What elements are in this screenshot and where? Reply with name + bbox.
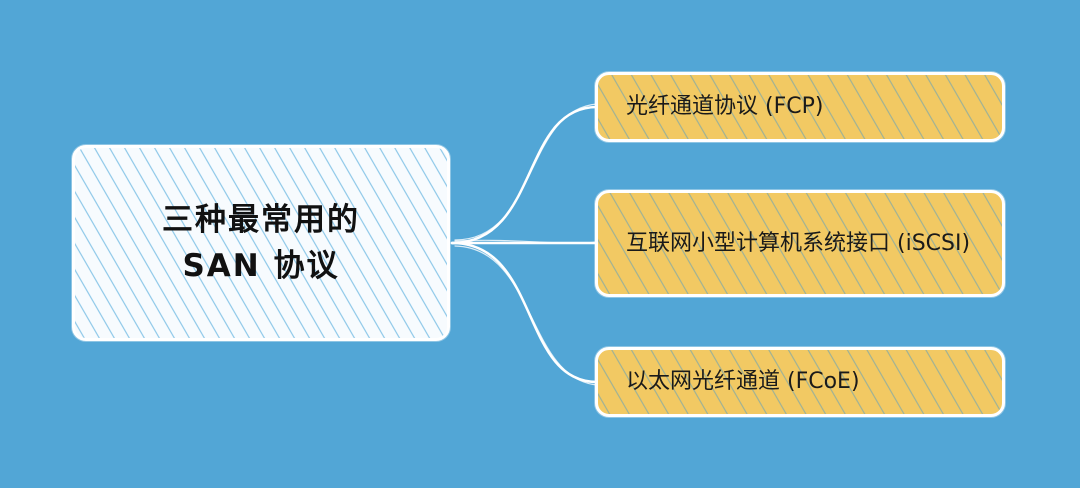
- connector-to-fcoe: [450, 241, 599, 384]
- connector-to-fcp-sketch: [454, 103, 598, 241]
- branch-label-iscsi: 互联网小型计算机系统接口 (iSCSI): [626, 230, 971, 256]
- connector-to-fcp: [450, 105, 599, 245]
- branch-node-iscsi: 互联网小型计算机系统接口 (iSCSI): [595, 190, 1005, 297]
- root-title-line-2: SAN 协议: [182, 248, 340, 284]
- root-title-line-1: 三种最常用的: [162, 202, 360, 238]
- branch-node-fcoe: 以太网光纤通道 (FCoE): [595, 347, 1005, 417]
- connector-to-fcoe-sketch: [454, 245, 598, 386]
- connector-to-iscsi-sketch: [454, 239, 598, 244]
- branch-node-fcp: 光纤通道协议 (FCP): [595, 72, 1005, 142]
- root-node: 三种最常用的 SAN 协议: [72, 145, 450, 341]
- branch-label-fcoe: 以太网光纤通道 (FCoE): [626, 369, 860, 394]
- root-title: 三种最常用的 SAN 协议: [162, 197, 360, 289]
- branch-label-fcp: 光纤通道协议 (FCP): [626, 94, 824, 119]
